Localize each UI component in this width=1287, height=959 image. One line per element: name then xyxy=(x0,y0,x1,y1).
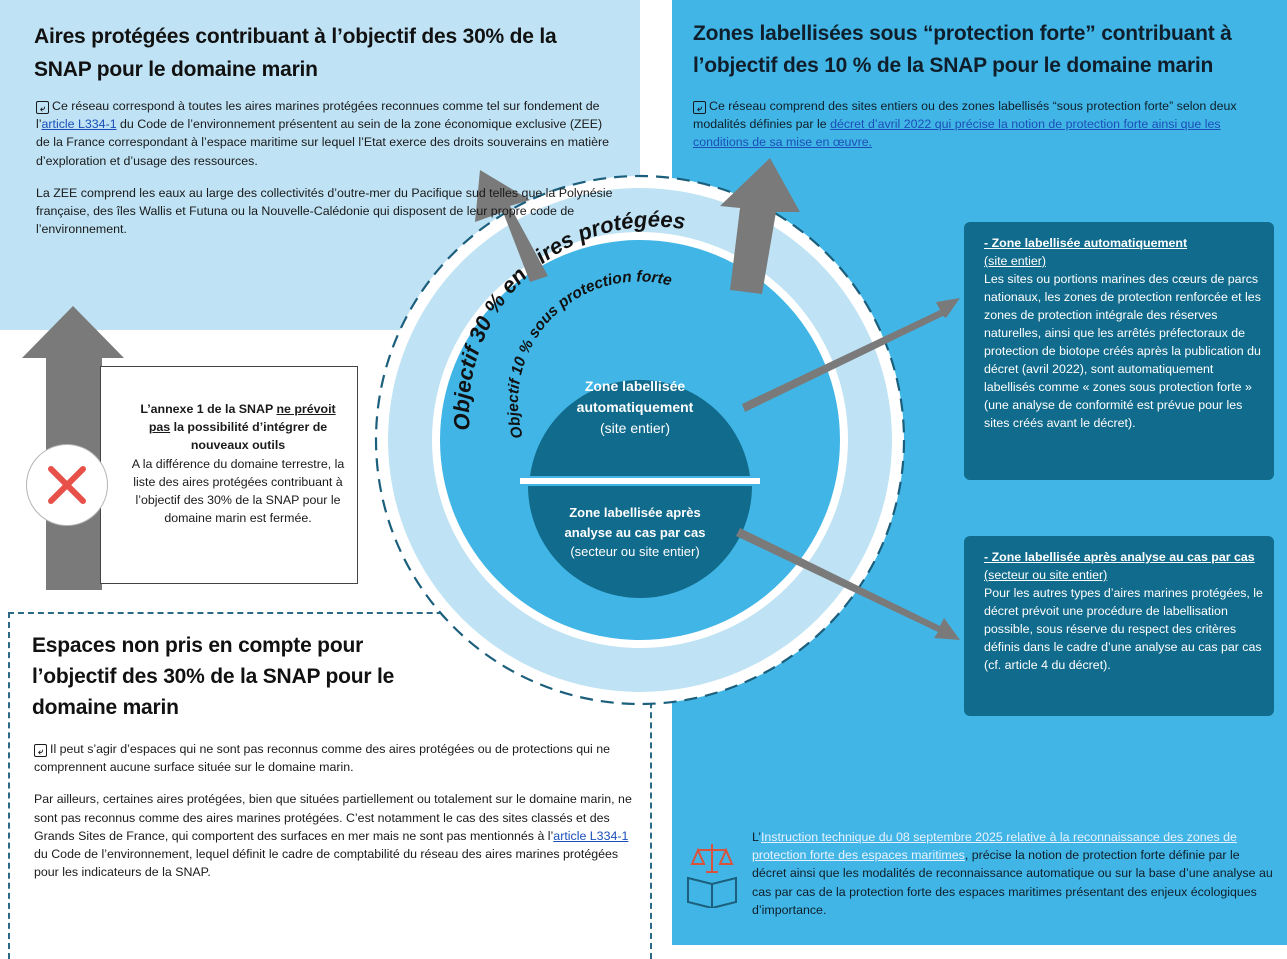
link-decret-avril-2022[interactable]: décret d’avril 2022 qui précise la notio… xyxy=(693,117,1221,150)
document-icon: ⤶ xyxy=(693,101,706,114)
annex-body: A la différence du domaine terrestre, la… xyxy=(131,456,345,526)
panel-non-counted xyxy=(8,612,652,959)
zone-auto-label: Zone labellisée automatiquement (site en… xyxy=(576,378,694,436)
zone-case-label: Zone labellisée après analyse au cas par… xyxy=(564,505,706,559)
link-article-l334-1-bottom[interactable]: article L334-1 xyxy=(553,828,629,843)
link-instruction-technique[interactable]: Instruction technique du 08 septembre 20… xyxy=(752,830,1237,863)
title-non-counted: Espaces non pris en compte pour l’object… xyxy=(32,634,395,719)
box-zone-case: - Zone labellisée après analyse au cas p… xyxy=(964,536,1274,716)
text-protected-areas: ⤶Ce réseau correspond à toutes les aires… xyxy=(36,97,616,252)
link-article-l334-1[interactable]: article L334-1 xyxy=(41,117,117,132)
box-zone-auto: - Zone labellisée automatiquement (site … xyxy=(964,222,1274,480)
zee-paragraph: La ZEE comprend les eaux au large des co… xyxy=(36,185,613,237)
cross-icon xyxy=(26,444,108,526)
title-protected-areas: Aires protégées contribuant à l’objectif… xyxy=(34,25,557,81)
text-non-counted: ⤶Il peut s’agir d’espaces qui ne sont pa… xyxy=(34,742,632,880)
title-strong-protection: Zones labellisées sous “protection forte… xyxy=(693,22,1232,77)
instruction-text: L’Instruction technique du 08 septembre … xyxy=(752,830,1273,917)
text-strong-protection: ⤶Ce réseau comprend des sites entiers ou… xyxy=(693,99,1237,150)
balance-book-icon xyxy=(682,838,742,910)
document-icon: ⤶ xyxy=(34,744,47,757)
annex-text: L’annexe 1 de la SNAP ne prévoit pas la … xyxy=(131,402,345,526)
document-icon: ⤶ xyxy=(36,101,49,114)
